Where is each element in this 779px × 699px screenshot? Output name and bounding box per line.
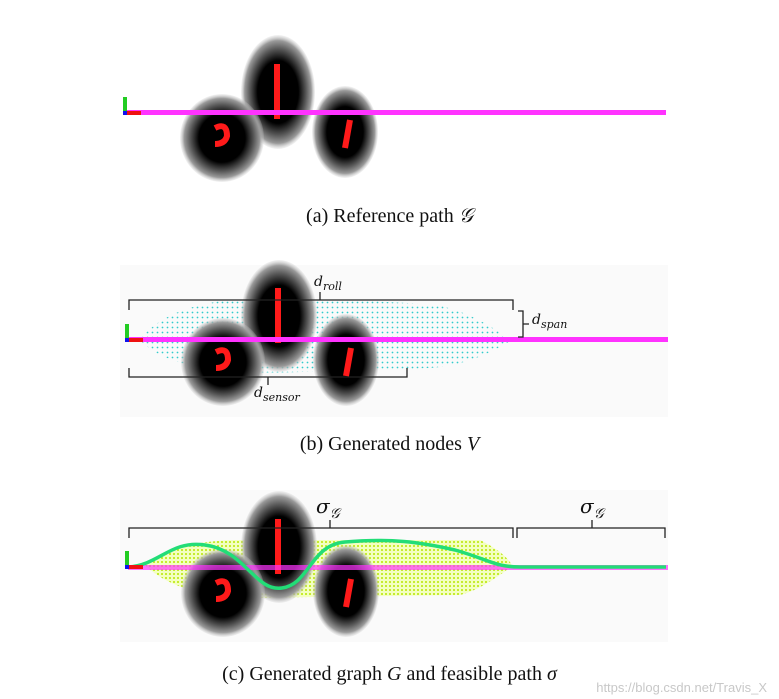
d-roll-brace — [128, 292, 514, 310]
axes-icon-b — [125, 324, 143, 342]
obstacle-a2 — [180, 94, 264, 182]
d-span-brace — [518, 310, 529, 338]
axes-icon-c — [125, 551, 143, 569]
obstacle-a3 — [312, 86, 378, 178]
watermark: https://blog.csdn.net/Travis_X — [596, 680, 767, 695]
obstacle-b3 — [313, 314, 379, 406]
d-sensor-label: dsensor — [254, 385, 300, 404]
axes-icon-a — [123, 97, 141, 115]
panel-c — [120, 490, 668, 642]
d-sensor-brace — [128, 368, 408, 385]
reference-path-a — [126, 110, 666, 115]
obstacle-c2 — [181, 549, 265, 637]
obstacle-c3 — [313, 545, 379, 637]
d-span-label: dspan — [532, 312, 568, 331]
panel-b — [120, 260, 668, 417]
obstacle-b2 — [181, 318, 265, 406]
reference-path-c — [128, 565, 668, 570]
caption-b: (b) Generated nodes V — [299, 433, 480, 455]
caption-a: (a) Reference path 𝒢 — [306, 205, 473, 227]
caption-c: (c) Generated graph G and feasible path … — [222, 663, 557, 685]
sigma-label-2: σ𝒢 — [580, 494, 604, 522]
panel-a — [123, 35, 666, 182]
sigma-brace-2 — [516, 520, 666, 538]
feasible-path — [127, 538, 666, 590]
reference-path-b — [128, 337, 668, 342]
d-roll-label: droll — [314, 274, 342, 293]
sigma-brace-1 — [128, 520, 514, 538]
sigma-label-1: σ𝒢 — [316, 494, 340, 522]
